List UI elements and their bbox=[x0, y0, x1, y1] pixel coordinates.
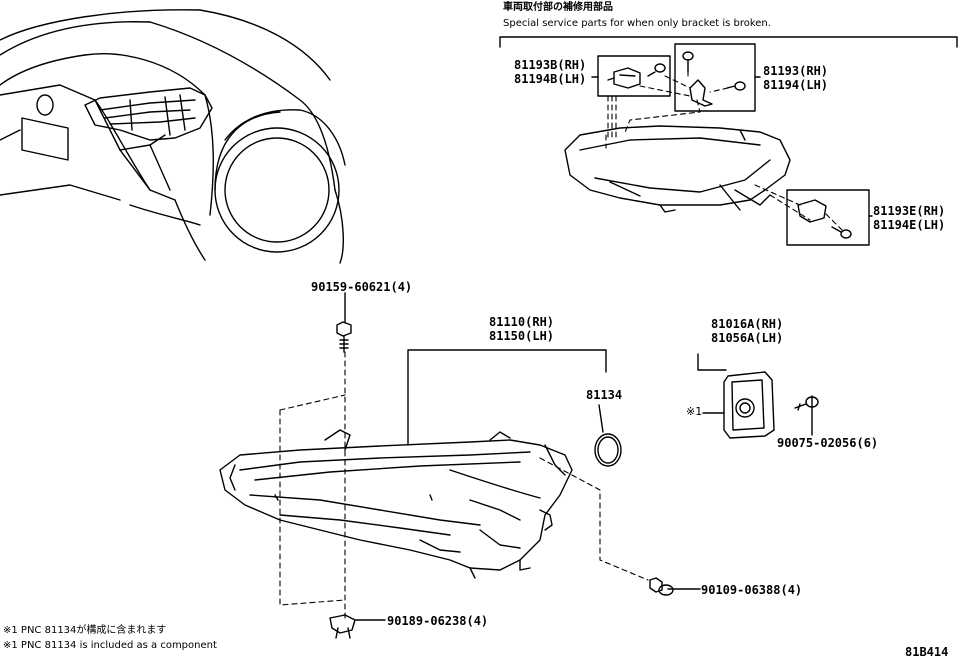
screw-b bbox=[647, 63, 666, 77]
mark-note-1: ※1 bbox=[686, 405, 703, 418]
footnote-jp: ※1 PNC 81134が構成に含まれます bbox=[3, 625, 167, 636]
part-number-81193b: 81193B(RH) bbox=[514, 58, 587, 72]
part-number-81134: 81134 bbox=[586, 388, 623, 402]
header-en: Special service parts for when only brac… bbox=[503, 18, 771, 29]
part-number-81194e: 81194E(LH) bbox=[873, 218, 946, 232]
label-81193b: 81193B(RH) 81194B(LH) bbox=[514, 58, 586, 86]
seal-ring-81134 bbox=[594, 433, 622, 467]
label-81193e: 81193E(RH) 81194E(LH) bbox=[873, 204, 945, 232]
leader-lines bbox=[344, 76, 873, 621]
diagram-code: 81B414 bbox=[905, 645, 949, 659]
label-81110: 81110(RH) 81150(LH) bbox=[489, 315, 554, 343]
header-jp: 車両取付部の補修用部品 bbox=[503, 2, 613, 13]
kit-box-81193e bbox=[786, 189, 870, 246]
dashed-guides bbox=[279, 61, 843, 619]
bracket-group-bracket bbox=[499, 36, 958, 48]
label-81193: 81193(RH) 81194(LH) bbox=[763, 64, 828, 92]
part-number-81194: 81194(LH) bbox=[763, 78, 829, 92]
part-number-81056a: 81056A(LH) bbox=[711, 331, 784, 345]
part-number-90109: 90109-06388(4) bbox=[701, 583, 803, 597]
vehicle-front-illustration bbox=[0, 9, 346, 264]
bolt-90109 bbox=[649, 577, 674, 596]
lamp-module-81016a bbox=[723, 371, 775, 439]
bracket-e-part bbox=[797, 199, 827, 223]
headlamp-small-illustration bbox=[564, 125, 791, 213]
part-number-81193: 81193(RH) bbox=[763, 64, 829, 78]
kit-box-81193 bbox=[674, 43, 756, 112]
part-number-90075: 90075-02056(6) bbox=[777, 436, 879, 450]
part-number-81016a: 81016A(RH) bbox=[711, 317, 784, 331]
label-81016a: 81016A(RH) 81056A(LH) bbox=[711, 317, 783, 345]
screw-side bbox=[726, 81, 746, 91]
part-number-81193e: 81193E(RH) bbox=[873, 204, 946, 218]
bracket-b-part bbox=[607, 67, 641, 89]
part-number-81150: 81150(LH) bbox=[489, 329, 555, 343]
screw-e bbox=[831, 226, 852, 239]
bracket-part bbox=[689, 79, 713, 107]
bolt-90159 bbox=[336, 321, 352, 353]
part-number-90159: 90159-60621(4) bbox=[311, 280, 413, 294]
clip-90189 bbox=[329, 614, 356, 639]
part-number-81194b: 81194B(LH) bbox=[514, 72, 587, 86]
screw-90075 bbox=[794, 396, 819, 411]
kit-box-81193b bbox=[597, 55, 671, 97]
headlamp-assembly-illustration bbox=[219, 429, 573, 579]
footnote-en: ※1 PNC 81134 is included as a component bbox=[3, 640, 217, 651]
part-number-90189: 90189-06238(4) bbox=[387, 614, 489, 628]
part-number-81110: 81110(RH) bbox=[489, 315, 555, 329]
